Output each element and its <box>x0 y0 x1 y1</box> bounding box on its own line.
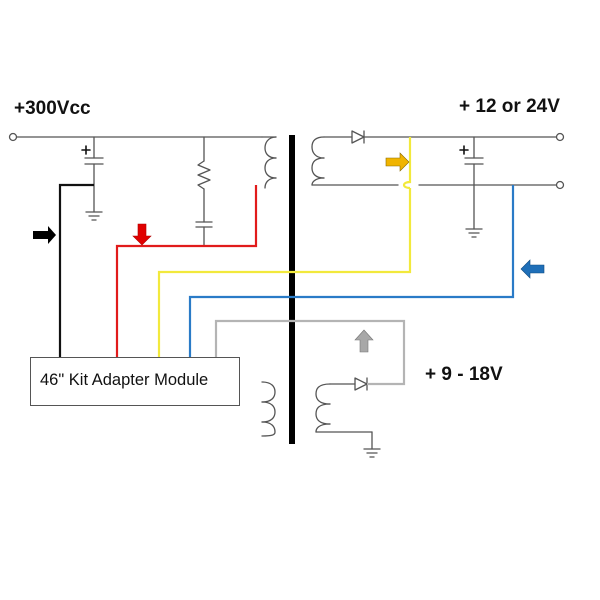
ground-symbol-output <box>465 228 483 238</box>
orange-arrow <box>385 152 410 172</box>
input-terminal <box>8 132 18 142</box>
red-arrow <box>132 223 152 246</box>
adapter-module-label: 46" Kit Adapter Module <box>40 371 209 389</box>
output-capacitor <box>464 136 484 230</box>
ground-symbol-primary <box>85 211 103 221</box>
capacitor-plus-sign <box>81 145 91 155</box>
auxiliary-winding-secondary <box>315 383 373 450</box>
wire-yellow-hop <box>402 137 412 190</box>
aux-output-voltage-label: + 9 - 18V <box>425 364 503 385</box>
gray-arrow <box>354 329 374 353</box>
secondary-winding-main <box>311 136 399 186</box>
output-capacitor-plus-sign <box>459 145 469 155</box>
input-voltage-label: +300Vcc <box>14 98 91 119</box>
snubber-capacitor <box>195 221 213 247</box>
diode-main <box>351 130 365 144</box>
wire-yellow <box>157 188 412 358</box>
output-terminal-return <box>555 180 565 190</box>
auxiliary-winding-primary <box>261 381 276 437</box>
wire-blue <box>188 185 515 358</box>
primary-capacitor <box>84 136 104 213</box>
blue-arrow <box>520 259 545 279</box>
output-terminal-positive <box>555 132 565 142</box>
black-arrow <box>33 226 56 244</box>
wire-gray <box>214 319 406 386</box>
wire-red <box>115 185 258 358</box>
ground-symbol-aux <box>363 448 381 458</box>
transformer-core <box>289 135 295 444</box>
primary-winding <box>264 136 277 189</box>
adapter-module-box: 46" Kit Adapter Module <box>30 357 240 406</box>
snubber-resistor <box>197 136 211 223</box>
diode-aux <box>354 377 368 391</box>
wire-black <box>58 183 94 358</box>
main-output-voltage-label: + 12 or 24V <box>459 96 560 117</box>
